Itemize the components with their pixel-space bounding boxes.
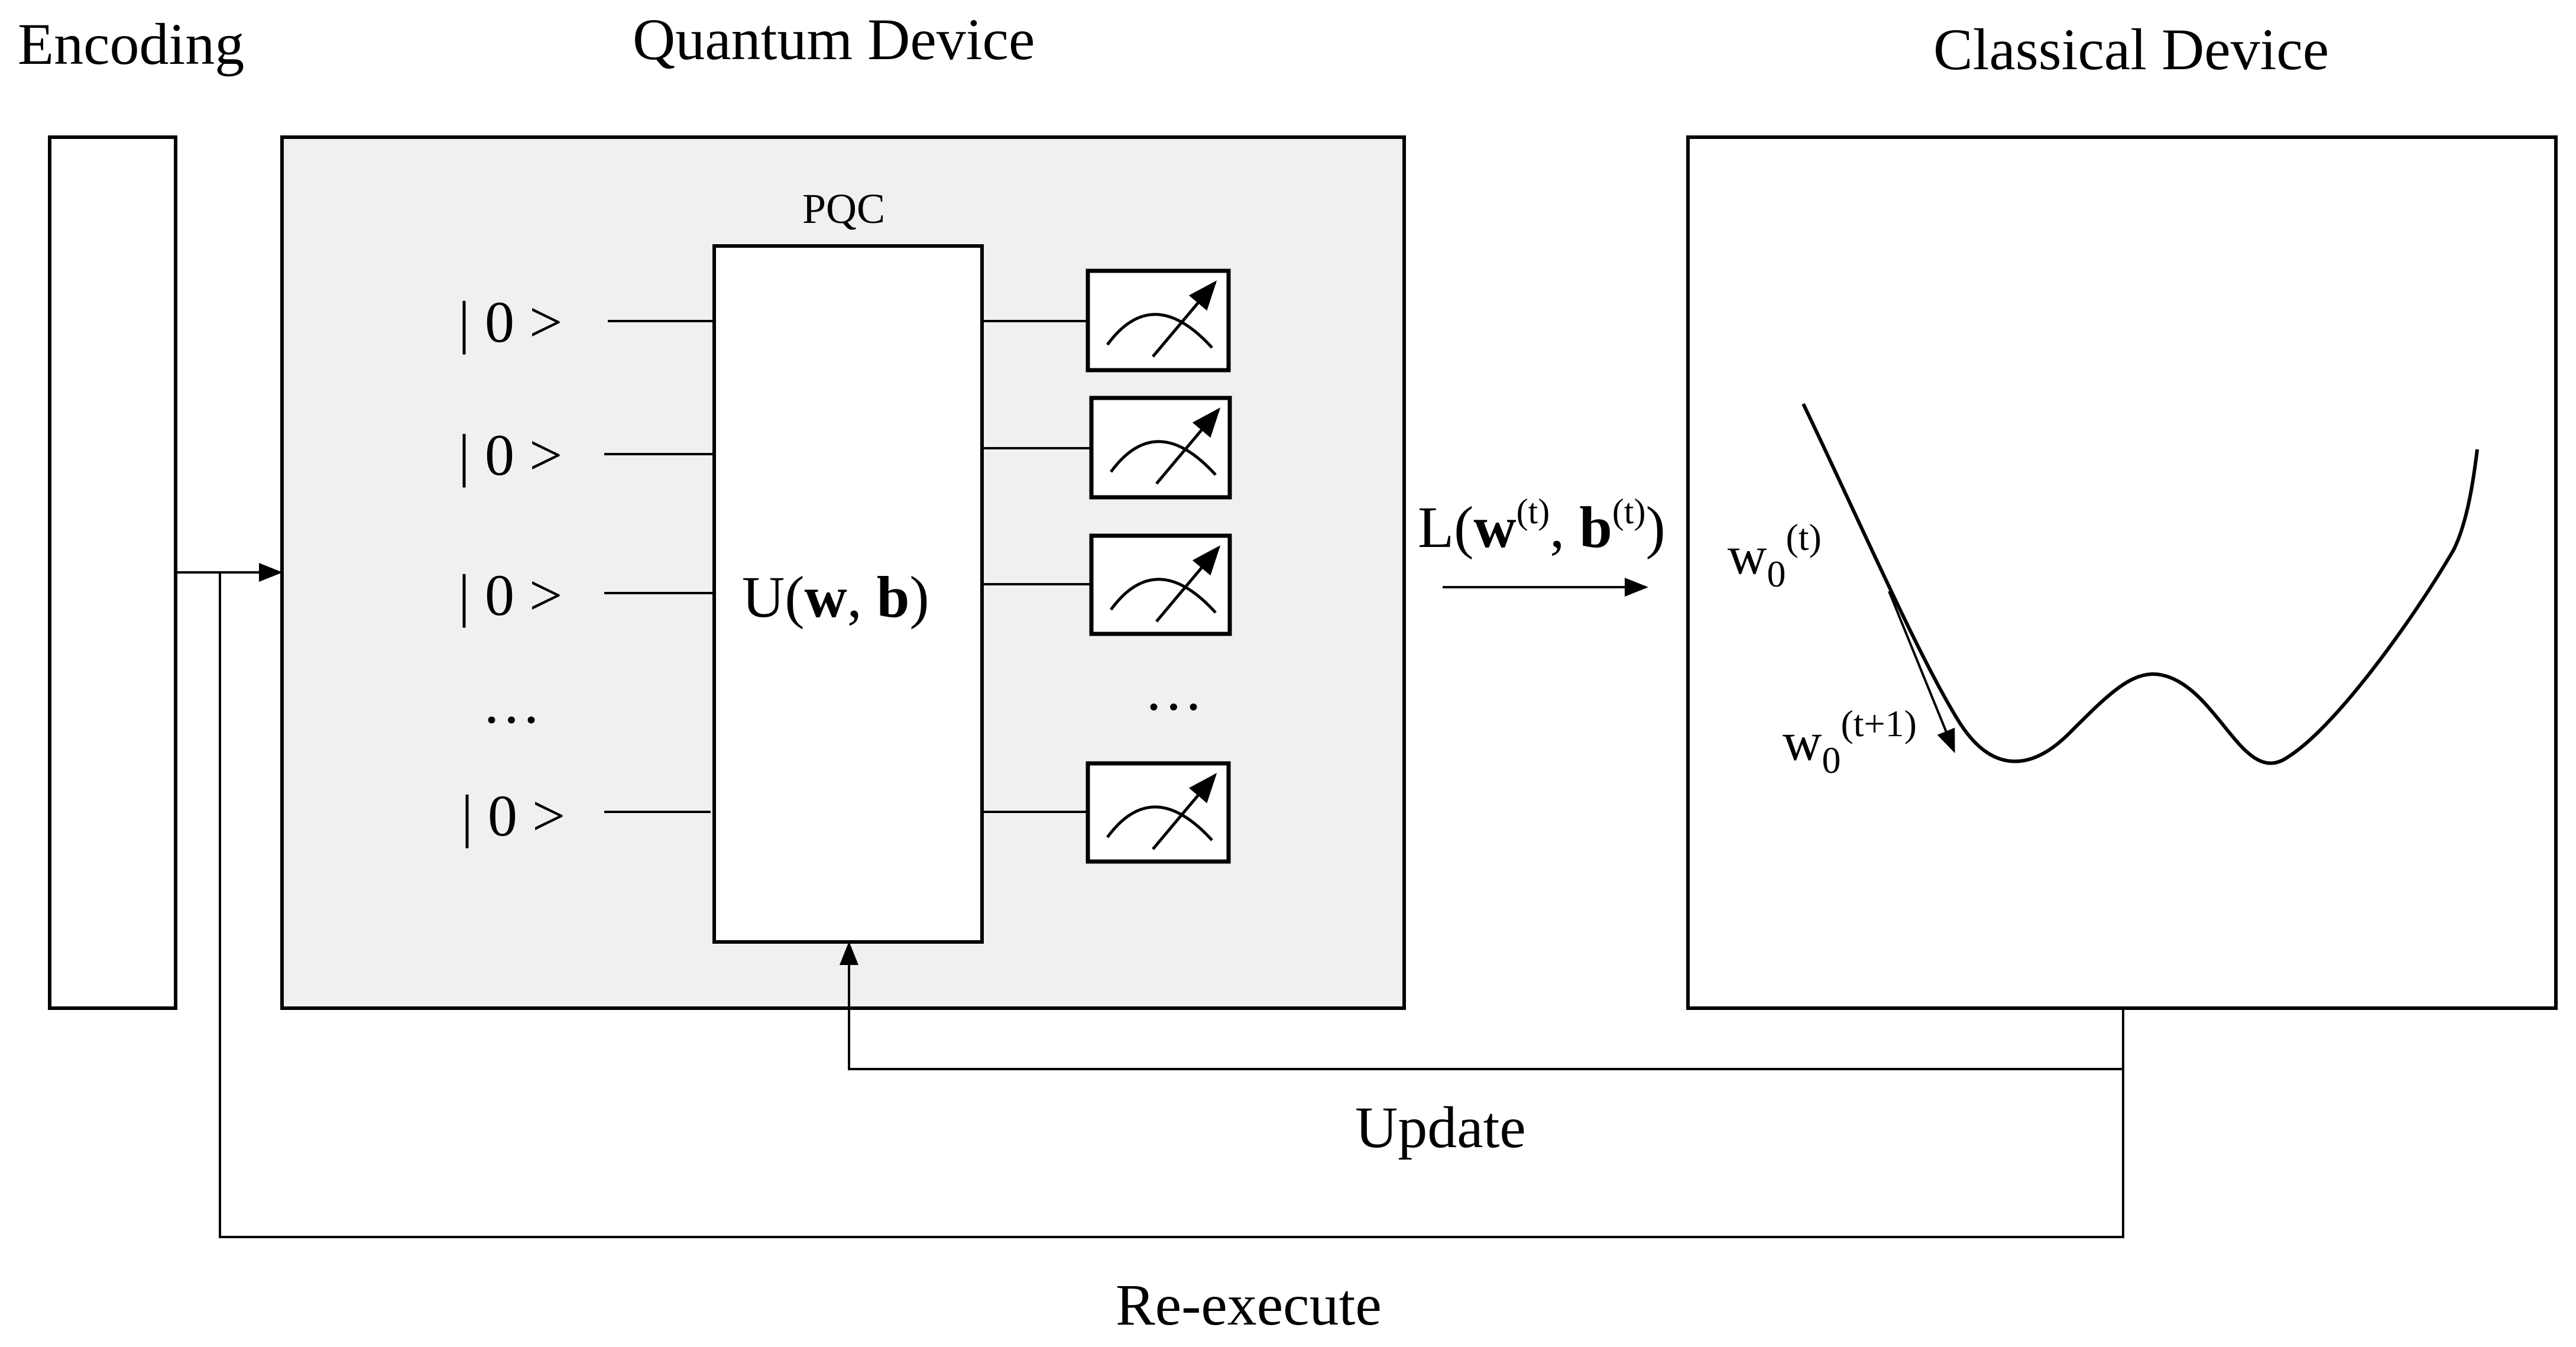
unitary-label: U(w, b) bbox=[742, 564, 929, 630]
encoding-block bbox=[48, 135, 177, 1010]
qubit-ket-2: | 0 > bbox=[458, 422, 562, 488]
update-label: Update bbox=[1355, 1095, 1526, 1160]
encoding-header: Encoding bbox=[18, 11, 244, 77]
measurement-ellipsis: … bbox=[1144, 657, 1203, 723]
pqc-label: PQC bbox=[802, 185, 885, 232]
quantum-device-header: Quantum Device bbox=[633, 7, 1035, 72]
measurement-meter-icon bbox=[1089, 533, 1232, 636]
measurement-meter-icon bbox=[1086, 268, 1231, 373]
reexecute-feedback-line bbox=[219, 572, 2124, 1238]
loss-landscape-curve bbox=[1801, 403, 2479, 765]
qubit-ket-4: | 0 > bbox=[461, 783, 565, 849]
qubit-ellipsis: … bbox=[482, 670, 541, 736]
measurement-meter-icon bbox=[1086, 761, 1231, 864]
weight-label-t-plus-1: w0(t+1) bbox=[1783, 702, 1917, 781]
loss-label: L(w(t), b(t)) bbox=[1418, 492, 1666, 560]
qubit-ket-1: | 0 > bbox=[458, 289, 562, 355]
weight-label-t: w0(t) bbox=[1728, 516, 1822, 595]
pqc-block bbox=[712, 244, 984, 944]
qubit-ket-3: | 0 > bbox=[458, 562, 562, 628]
measurement-meter-icon bbox=[1089, 396, 1232, 500]
gradient-step-arrow bbox=[1888, 591, 1955, 753]
classical-device-panel bbox=[1686, 135, 2558, 1010]
update-feedback-line bbox=[840, 941, 2124, 1070]
reexecute-label: Re-execute bbox=[1116, 1272, 1382, 1338]
classical-device-header: Classical Device bbox=[1933, 17, 2329, 82]
